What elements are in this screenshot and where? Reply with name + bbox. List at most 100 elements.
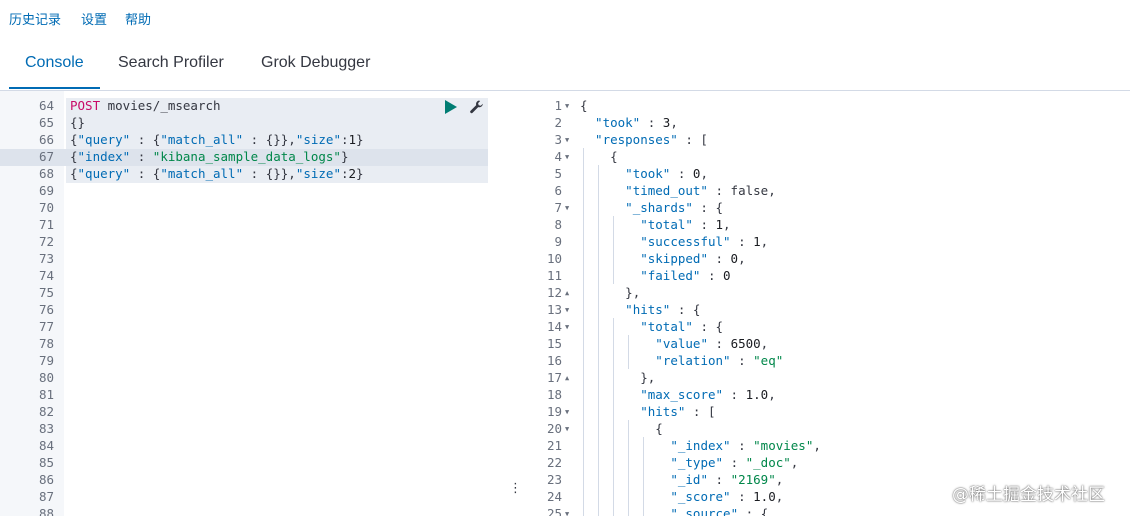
code-token: , <box>760 234 769 249</box>
code-token: : <box>707 336 731 351</box>
line-number: 17 <box>546 370 562 385</box>
line-number: 70 <box>38 200 54 215</box>
code-token: "hits" <box>640 404 686 419</box>
code-token: "eq" <box>753 353 784 368</box>
code-token: POST <box>70 98 101 113</box>
indent-guide <box>583 148 584 516</box>
output-line: }, <box>625 284 640 301</box>
line-number: 88 <box>38 506 54 516</box>
line-number: 21 <box>546 438 562 453</box>
fold-arrow-up-icon[interactable]: ▲ <box>565 374 570 382</box>
menu-settings[interactable]: 设置 <box>81 13 108 28</box>
code-token: , <box>760 336 769 351</box>
line-number: 84 <box>38 438 54 453</box>
code-token: : { <box>692 200 724 215</box>
output-line: { <box>580 97 588 114</box>
line-number: 11 <box>546 268 562 283</box>
line-number: 66 <box>38 132 54 147</box>
code-token: false <box>730 183 769 198</box>
line-number: 77 <box>38 319 54 334</box>
line-number: 87 <box>38 489 54 504</box>
code-token: { <box>580 98 588 113</box>
tab-search-profiler[interactable]: Search Profiler <box>118 54 224 71</box>
fold-arrow-down-icon[interactable]: ▼ <box>565 136 570 144</box>
code-token: : <box>730 489 754 504</box>
code-token: : <box>730 353 754 368</box>
code-token: { <box>70 149 78 164</box>
output-line: "total" : { <box>640 318 723 335</box>
code-token: : <box>670 166 693 181</box>
code-token: 1.0 <box>753 489 776 504</box>
line-number: 13 <box>546 302 562 317</box>
wrench-icon[interactable] <box>469 99 485 119</box>
play-icon[interactable] <box>444 99 458 119</box>
menu-history[interactable]: 历史记录 <box>9 13 62 28</box>
fold-arrow-down-icon[interactable]: ▼ <box>565 102 570 110</box>
code-token: , <box>723 217 731 232</box>
line-number: 64 <box>38 98 54 113</box>
fold-arrow-down-icon[interactable]: ▼ <box>565 204 570 212</box>
tab-bar: Console Search Profiler Grok Debugger <box>0 44 1130 91</box>
fold-arrow-down-icon[interactable]: ▼ <box>565 408 570 416</box>
code-token: { <box>70 166 78 181</box>
fold-arrow-down-icon[interactable]: ▼ <box>565 153 570 161</box>
line-number: 14 <box>546 319 562 334</box>
tab-console[interactable]: Console <box>9 54 100 89</box>
code-token: : {}}, <box>243 166 296 181</box>
line-number: 68 <box>38 166 54 181</box>
output-line: "_id" : "2169", <box>670 471 783 488</box>
code-line[interactable]: {"query" : {"match_all" : {}},"size":1} <box>70 131 364 148</box>
code-token: "_id" <box>670 472 708 487</box>
output-line: "hits" : [ <box>640 403 715 420</box>
code-token: 1.0 <box>745 387 769 402</box>
code-line[interactable]: POST movies/_msearch <box>70 97 221 114</box>
code-token: "kibana_sample_data_logs" <box>152 149 341 164</box>
fold-arrow-down-icon[interactable]: ▼ <box>565 510 570 516</box>
code-token: } <box>340 149 349 164</box>
code-token: : { <box>670 302 701 317</box>
code-token: 1 <box>753 234 761 249</box>
line-number: 20 <box>546 421 562 436</box>
fold-arrow-down-icon[interactable]: ▼ <box>565 425 570 433</box>
output-line: { <box>610 148 618 165</box>
fold-arrow-down-icon[interactable]: ▼ <box>565 306 570 314</box>
code-token: 0 <box>692 166 701 181</box>
code-token: "took" <box>595 115 641 130</box>
code-token: "match_all" <box>160 166 244 181</box>
code-token: 0 <box>730 251 739 266</box>
indent-guide <box>628 420 630 516</box>
code-line[interactable]: {} <box>70 114 85 131</box>
code-token: , <box>775 472 784 487</box>
code-token: "index" <box>77 149 131 164</box>
line-number: 10 <box>546 251 562 266</box>
menu-help[interactable]: 帮助 <box>125 13 152 28</box>
output-line: "value" : 6500, <box>655 335 768 352</box>
code-token: movies/_msearch <box>100 98 221 113</box>
code-token: "max_score" <box>640 387 724 402</box>
line-number: 81 <box>38 387 54 402</box>
output-line: }, <box>640 369 655 386</box>
fold-arrow-down-icon[interactable]: ▼ <box>565 323 570 331</box>
output-gutter <box>520 91 576 516</box>
code-token: : <box>708 472 731 487</box>
drag-handle-icon: ⋮ <box>509 481 522 496</box>
line-number: 25 <box>546 506 562 516</box>
code-token: "_type" <box>670 455 724 470</box>
code-token: } <box>356 132 364 147</box>
line-number: 65 <box>38 115 54 130</box>
line-number: 86 <box>38 472 54 487</box>
code-token: } <box>356 166 364 181</box>
line-number: 15 <box>546 336 562 351</box>
code-line[interactable]: {"index" : "kibana_sample_data_logs"} <box>70 148 348 165</box>
pane-resizer[interactable]: ⋮ <box>503 91 522 516</box>
output-line: "took" : 0, <box>625 165 708 182</box>
line-number: 5 <box>554 166 562 181</box>
code-line[interactable]: {"query" : {"match_all" : {}},"size":2} <box>70 165 364 182</box>
fold-arrow-up-icon[interactable]: ▲ <box>565 289 570 297</box>
output-line: "_score" : 1.0, <box>670 488 783 505</box>
tab-grok-debugger[interactable]: Grok Debugger <box>261 54 371 71</box>
line-number: 12 <box>546 285 562 300</box>
code-token: : { <box>692 319 724 334</box>
